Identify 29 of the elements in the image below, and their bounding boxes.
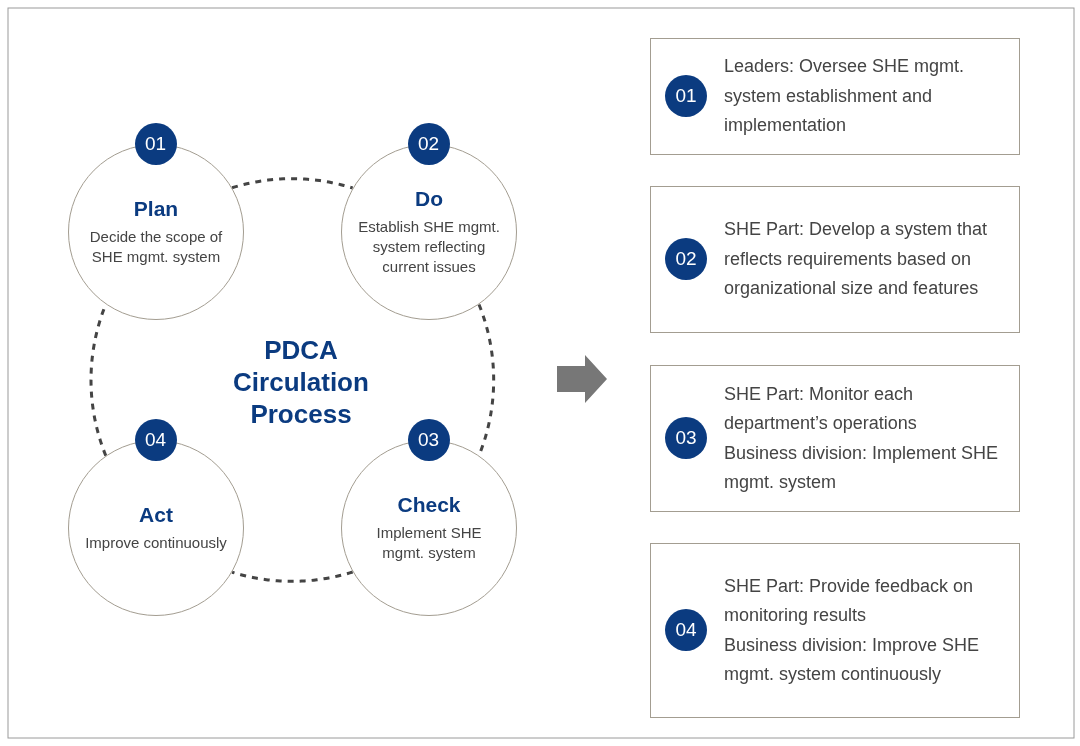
stage-description: Establish SHE mgmt. system reflecting current issues bbox=[357, 217, 501, 277]
dashed-connector bbox=[231, 177, 354, 190]
number-badge: 01 bbox=[134, 123, 177, 165]
number-badge: 04 bbox=[665, 609, 707, 651]
cycle-title: PDCA Circulation Process bbox=[232, 334, 370, 430]
number-badge: 01 bbox=[665, 75, 707, 117]
role-description: SHE Part: Monitor each department’s operations bbox=[724, 382, 918, 435]
number-badge: 04 bbox=[134, 419, 177, 461]
number-badge: 03 bbox=[407, 419, 450, 461]
dashed-connector bbox=[231, 570, 354, 583]
stage-title: Check bbox=[397, 493, 461, 517]
role-card bbox=[650, 365, 1020, 512]
role-description: Leaders: Oversee SHE mgmt. system establishment and implementation bbox=[724, 55, 966, 138]
number-badge: 02 bbox=[665, 238, 707, 280]
stage-description: Decide the scope of SHE mgmt. system bbox=[88, 227, 224, 267]
role-card bbox=[650, 186, 1020, 333]
role-description: Business division: Improve SHE mgmt. system continuously bbox=[724, 633, 981, 686]
stage-description: Implement SHE mgmt. system bbox=[375, 523, 483, 563]
role-card bbox=[650, 543, 1020, 718]
stage-description: Improve continuously bbox=[84, 533, 228, 553]
stage-title: Act bbox=[139, 503, 173, 527]
stage-title: Plan bbox=[133, 197, 179, 221]
stage-title: Do bbox=[415, 187, 443, 211]
role-description: Business division: Implement SHE mgmt. system bbox=[724, 441, 1000, 494]
role-description: SHE Part: Develop a system that reflects requirements based on organizational size and features bbox=[724, 218, 989, 301]
role-card bbox=[650, 38, 1020, 155]
number-badge: 02 bbox=[407, 123, 450, 165]
role-description: SHE Part: Provide feedback on monitoring results bbox=[724, 574, 975, 627]
number-badge: 03 bbox=[665, 417, 707, 459]
